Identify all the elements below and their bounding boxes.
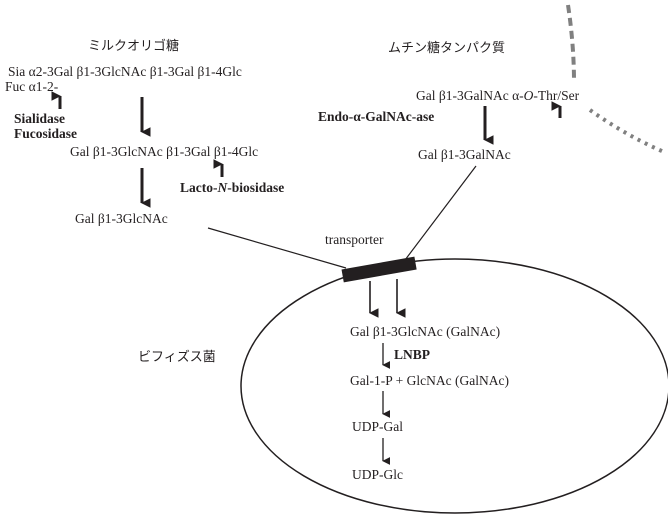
fucosidase-label: Fucosidase bbox=[14, 126, 77, 141]
udp-gal: UDP-Gal bbox=[352, 419, 403, 434]
milk-oligosaccharide-structure: Sia α2-3Gal β1-3GlcNAc β1-3Gal β1-4Glc bbox=[8, 64, 242, 79]
phosphorolysis-products: Gal-1-P + GlcNAc (GalNAc) bbox=[350, 373, 509, 388]
bifidobacterium-cell bbox=[240, 258, 668, 514]
endo-galnacase-label: Endo-α-GalNAc-ase bbox=[318, 109, 434, 124]
gnb-product: Gal β1-3GalNAc bbox=[418, 147, 511, 162]
uptake-line bbox=[401, 165, 477, 265]
lacto-n-biosidase-label: Lacto-N-biosidase bbox=[180, 180, 284, 195]
lnb-product: Gal β1-3GlcNAc bbox=[75, 211, 168, 226]
milk-oligosaccharide-title: ミルクオリゴ糖 bbox=[88, 38, 179, 54]
udp-glc: UDP-Glc bbox=[352, 467, 403, 482]
sialidase-label: Sialidase bbox=[14, 111, 65, 126]
intermediate-structure: Gal β1-3GlcNAc β1-3Gal β1-4Glc bbox=[70, 144, 258, 159]
host-membrane bbox=[566, 4, 576, 83]
intracellular-disaccharide: Gal β1-3GlcNAc (GalNAc) bbox=[350, 324, 500, 339]
uptake-line bbox=[207, 227, 347, 269]
transporter-label: transporter bbox=[325, 232, 384, 247]
bifidobacterium-label: ビフィズス菌 bbox=[138, 349, 216, 365]
transporter-protein bbox=[341, 256, 417, 283]
fucose-branch: Fuc α1-2- bbox=[5, 79, 59, 94]
lnbp-label: LNBP bbox=[394, 347, 430, 362]
mucin-structure: Gal β1-3GalNAc α-O-Thr/Ser bbox=[416, 88, 580, 103]
host-membrane bbox=[588, 108, 665, 154]
mucin-glycoprotein-title: ムチン糖タンパク質 bbox=[388, 40, 505, 56]
